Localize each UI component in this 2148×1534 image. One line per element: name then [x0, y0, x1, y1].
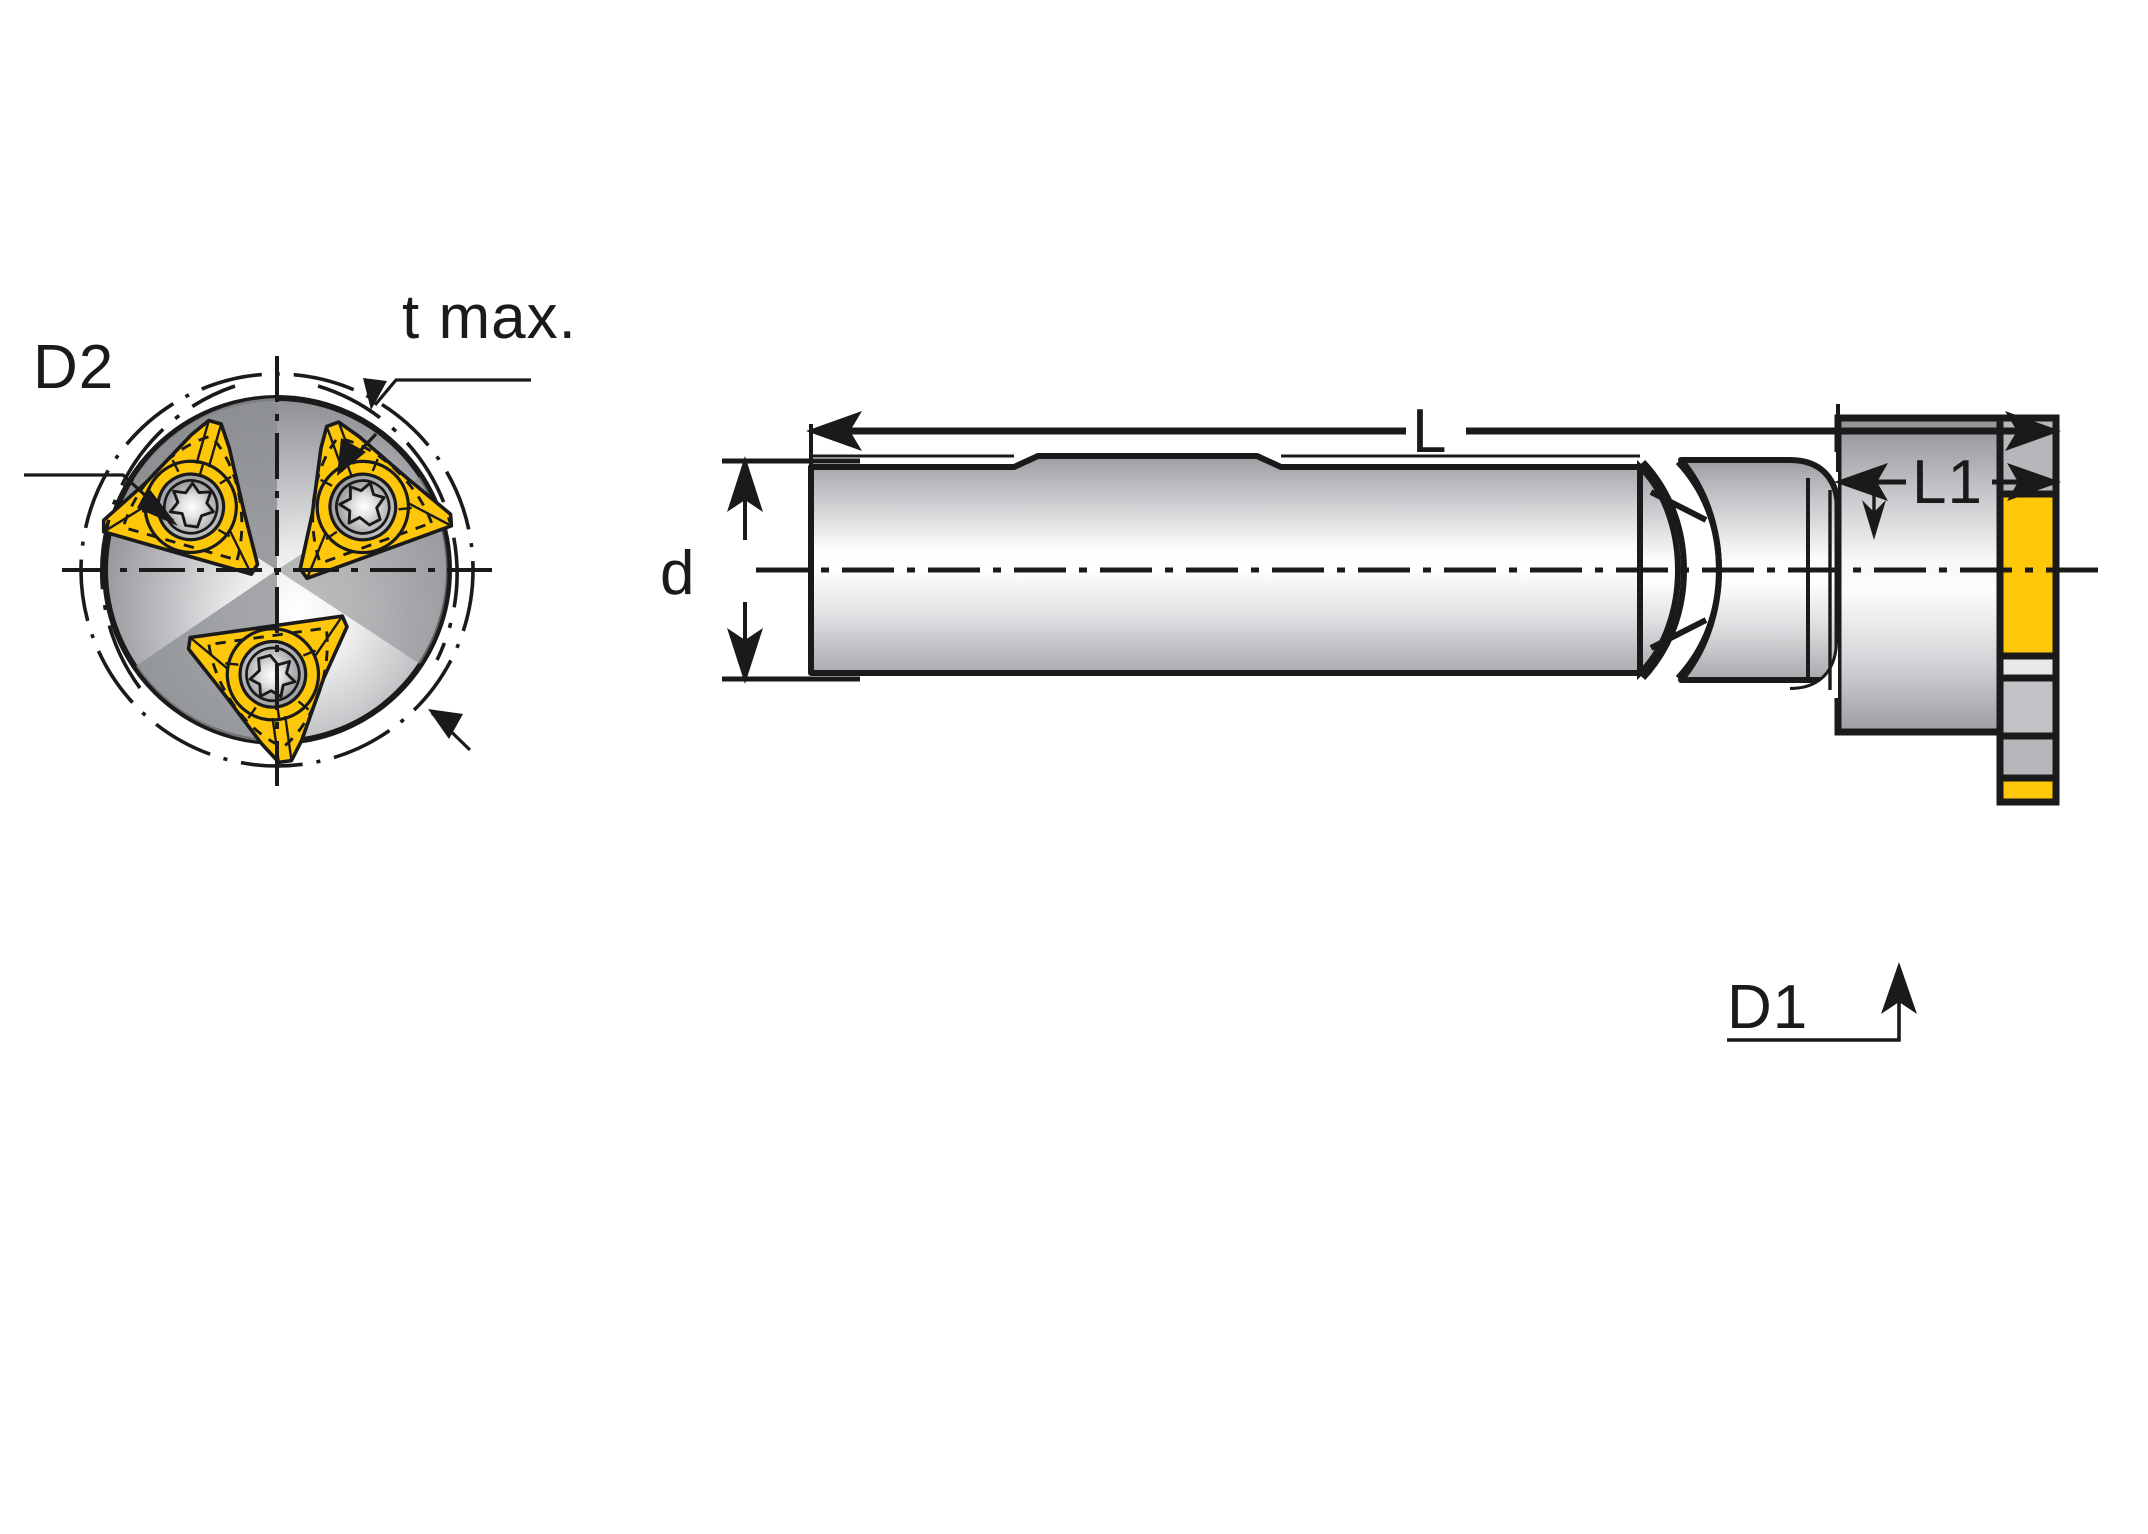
- L-label: L: [1412, 397, 1447, 466]
- d2-dimension: D2: [24, 333, 178, 526]
- shank-cylinder: [808, 453, 1643, 676]
- arrow-left-icon: [806, 411, 862, 451]
- side-view: [756, 414, 2106, 806]
- D1-label: D1: [1727, 973, 1808, 1042]
- tmax-leader-line: [373, 378, 531, 407]
- d2-label: D2: [33, 333, 114, 402]
- tmax-dimension: t max.: [99, 283, 577, 752]
- arrow-up-icon: [1881, 962, 1917, 1014]
- arrow-left-icon: [1834, 463, 1888, 501]
- arrow-right-icon: [2005, 411, 2061, 451]
- arrow-down-icon: [1862, 500, 1886, 540]
- dimension-d: d: [660, 456, 860, 684]
- front-view-centerlines: [62, 356, 492, 786]
- dimension-L: L: [806, 397, 2061, 790]
- arrow-right-icon: [2007, 463, 2061, 501]
- tmax-arc-left: [99, 384, 236, 690]
- dimension-L1: L1: [1834, 404, 2061, 540]
- head-fillet-top: [1789, 457, 1841, 511]
- insert-edge-strip: [1996, 414, 2060, 806]
- D1-leader-line: [1727, 990, 1901, 1042]
- arrow-down-left-icon: [363, 378, 387, 410]
- arrow-up-right-icon: [337, 438, 366, 476]
- tmax-label: t max.: [402, 283, 577, 352]
- d-label: d: [660, 539, 695, 608]
- L1-label: L1: [1912, 448, 1983, 517]
- arrow-down-icon: [727, 628, 763, 684]
- front-end-view: D2 t max.: [24, 283, 577, 786]
- tmax-arc-right: [317, 384, 459, 661]
- arrow-up-icon: [727, 456, 763, 512]
- dimension-D1: D1: [1727, 962, 1917, 1042]
- arrow-up-left-icon: [428, 709, 463, 739]
- arrow-down-right-icon: [137, 487, 178, 526]
